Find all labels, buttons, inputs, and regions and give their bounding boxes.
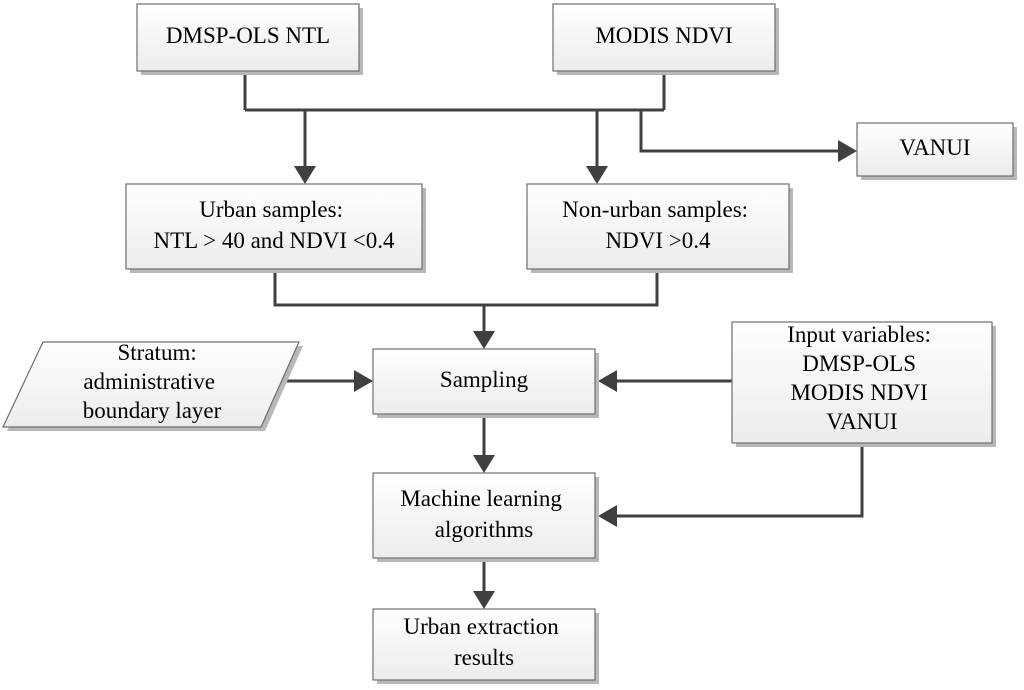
node-machine-learning-label: Machine learning algorithms — [400, 486, 567, 542]
arrow-to-sampling — [473, 331, 495, 349]
arrow-to-vanui — [838, 140, 857, 162]
arrow-to-urban-samples — [294, 166, 316, 184]
node-vanui: VANUI — [856, 122, 1017, 180]
arrow-ml-to-results — [473, 591, 495, 609]
node-modis-label: MODIS NDVI — [595, 23, 732, 48]
node-sampling-label: Sampling — [440, 367, 529, 392]
edges — [243, 75, 864, 609]
node-input-variables: Input variables: DMSP-OLS MODIS NDVI VAN… — [731, 321, 996, 447]
node-vanui-label: VANUI — [899, 135, 970, 160]
node-machine-learning: Machine learning algorithms — [372, 472, 599, 562]
node-sampling: Sampling — [372, 348, 599, 418]
node-dmsp-ols-ntl: DMSP-OLS NTL — [136, 3, 363, 75]
edge-urban-samples-down — [273, 272, 484, 307]
node-urban-samples: Urban samples: NTL > 40 and NDVI <0.4 — [125, 183, 426, 273]
node-urban-extraction-results: Urban extraction results — [372, 608, 599, 684]
node-input-variables-label: Input variables: DMSP-OLS MODIS NDVI VAN… — [787, 322, 936, 434]
node-nonurban-samples-label: Non-urban samples: NDVI >0.4 — [562, 197, 754, 253]
arrow-stratum-to-sampling — [354, 370, 373, 392]
node-nonurban-samples: Non-urban samples: NDVI >0.4 — [526, 183, 793, 273]
node-stratum-label: Stratum: administrative boundary layer — [83, 340, 222, 423]
arrow-to-nonurban-samples — [586, 166, 608, 184]
edge-to-vanui — [639, 110, 840, 153]
arrow-inputs-to-sampling — [598, 370, 617, 392]
node-dmsp-label: DMSP-OLS NTL — [166, 23, 330, 48]
node-results-label: Urban extraction results — [404, 614, 565, 670]
edge-nonurban-samples-down — [484, 272, 659, 307]
arrow-inputs-to-ml — [598, 505, 617, 527]
arrow-sampling-to-ml — [473, 455, 495, 473]
node-modis-ndvi: MODIS NDVI — [552, 3, 779, 75]
node-stratum: Stratum: administrative boundary layer — [2, 340, 303, 431]
node-urban-samples-label: Urban samples: NTL > 40 and NDVI <0.4 — [154, 197, 395, 253]
edge-inputs-to-ml — [615, 443, 864, 518]
